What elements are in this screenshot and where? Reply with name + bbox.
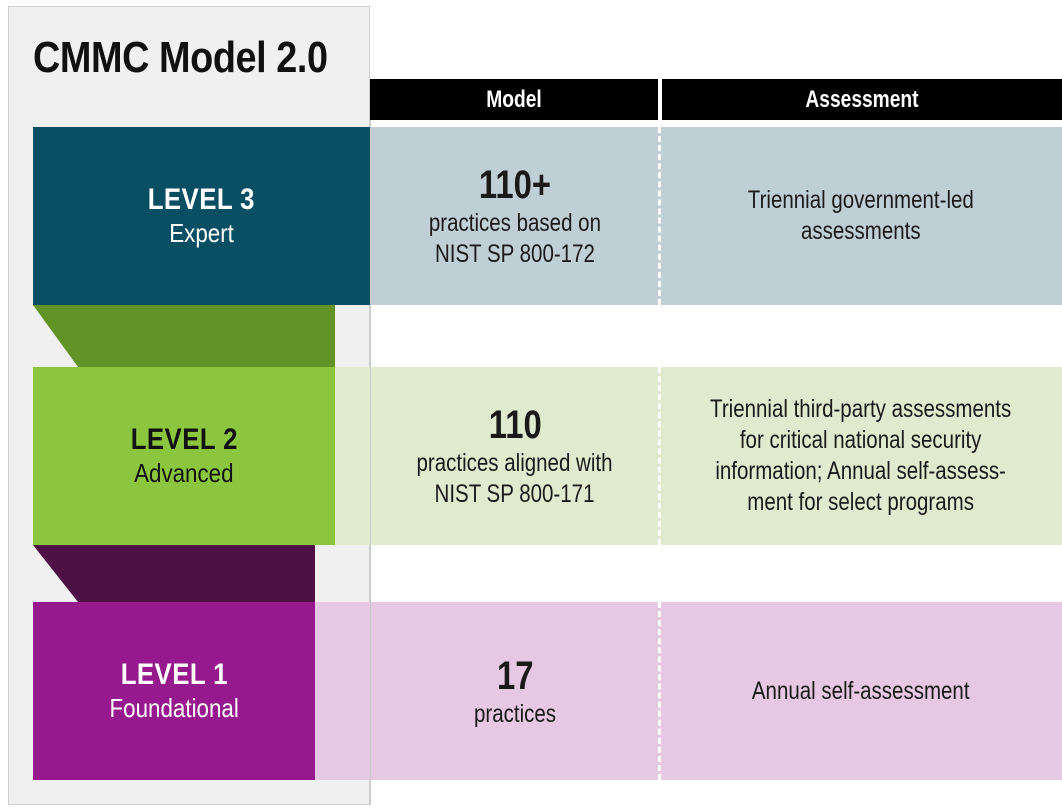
level-2-descriptor: Advanced — [134, 458, 234, 488]
assessment-level-3-line2: assessments — [801, 217, 921, 245]
connector-level2-to-level1 — [33, 545, 315, 602]
level-block-2: LEVEL 2 Advanced — [33, 367, 335, 545]
column-divider-level-1 — [658, 602, 664, 780]
level-block-3: LEVEL 3 Expert — [33, 127, 370, 305]
model-cell-level-2: 110 practices aligned with NIST SP 800-1… — [375, 367, 655, 545]
column-header-model-label: Model — [486, 86, 542, 113]
panel-edge-line — [370, 120, 371, 805]
level-3-name: LEVEL 3 — [147, 183, 256, 216]
model-desc-level-3: practices based on NIST SP 800-172 — [429, 208, 601, 270]
model-desc-level-2-line1: practices aligned with — [416, 449, 613, 477]
column-header-model: Model — [370, 79, 658, 120]
assessment-text-level-2: Triennial third-party assessments for cr… — [710, 394, 1011, 518]
level-block-1: LEVEL 1 Foundational — [33, 602, 315, 780]
model-desc-level-2-line2: NIST SP 800-171 — [435, 480, 595, 508]
level-3-descriptor: Expert — [169, 218, 234, 248]
assessment-level-2-line1: Triennial third-party assessments — [710, 395, 1012, 423]
model-count-level-3: 110+ — [478, 163, 552, 207]
connector-level3-to-level2 — [33, 305, 335, 367]
model-desc-level-1: practices — [474, 699, 556, 730]
assessment-text-level-1: Annual self-assessment — [752, 676, 970, 707]
assessment-cell-level-3: Triennial government-led assessments — [665, 127, 1057, 305]
assessment-level-2-line2: for critical national security — [740, 426, 982, 454]
row-band-level-3 — [296, 127, 1062, 305]
row-band-level-2 — [296, 367, 1062, 545]
page-title: CMMC Model 2.0 — [33, 33, 328, 82]
model-desc-level-3-line2: NIST SP 800-172 — [435, 240, 595, 268]
model-count-level-2: 110 — [488, 403, 542, 447]
model-desc-level-1-line1: practices — [473, 699, 557, 728]
assessment-level-2-line4: ment for select programs — [747, 488, 975, 516]
model-desc-level-2: practices aligned with NIST SP 800-171 — [417, 448, 613, 510]
assessment-text-level-3: Triennial government-led assessments — [748, 185, 974, 247]
model-cell-level-3: 110+ practices based on NIST SP 800-172 — [375, 127, 655, 305]
column-divider-level-2 — [658, 367, 664, 545]
model-cell-level-1: 17 practices — [375, 602, 655, 780]
model-desc-level-3-line1: practices based on — [428, 209, 602, 237]
model-count-level-1: 17 — [496, 653, 534, 698]
assessment-level-3-line1: Triennial government-led — [747, 186, 974, 214]
assessment-level-1-line1: Annual self-assessment — [752, 676, 970, 705]
assessment-level-2-line3: information; Annual self-assess- — [715, 457, 1007, 485]
column-header-assessment: Assessment — [662, 79, 1062, 120]
column-divider-level-3 — [658, 127, 664, 305]
row-band-level-1 — [296, 602, 1062, 780]
column-header-assessment-label: Assessment — [805, 86, 919, 113]
assessment-cell-level-2: Triennial third-party assessments for cr… — [665, 367, 1057, 545]
level-1-descriptor: Foundational — [109, 693, 239, 723]
level-2-name: LEVEL 2 — [130, 423, 238, 456]
assessment-cell-level-1: Annual self-assessment — [665, 602, 1057, 780]
level-1-name: LEVEL 1 — [120, 658, 228, 691]
